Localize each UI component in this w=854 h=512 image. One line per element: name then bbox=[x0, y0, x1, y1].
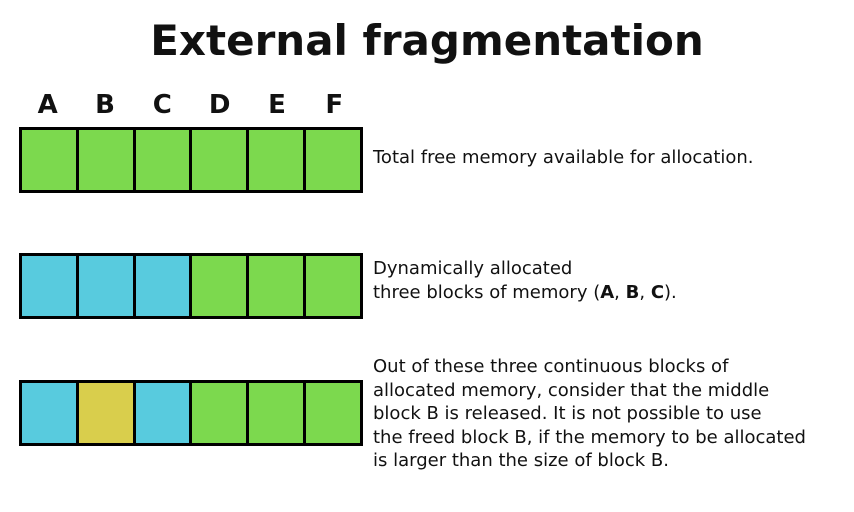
block-a bbox=[22, 383, 76, 443]
block-c bbox=[132, 130, 190, 190]
block-b bbox=[75, 130, 133, 190]
caption-allocated-blocks: Dynamically allocated three blocks of me… bbox=[373, 257, 843, 304]
caption-block-released: Out of these three continuous blocks of … bbox=[373, 355, 843, 473]
label-block-a: A bbox=[37, 90, 58, 120]
label-block-b: B bbox=[95, 90, 115, 120]
block-e bbox=[246, 256, 304, 316]
block-d bbox=[189, 130, 247, 190]
caption-line: three blocks of memory (A, B, C). bbox=[373, 281, 677, 303]
block-labels: A B C D E F bbox=[19, 90, 363, 120]
caption-line: Total free memory available for allocati… bbox=[373, 147, 754, 168]
block-c bbox=[132, 256, 190, 316]
memory-row-allocated bbox=[19, 253, 363, 319]
block-d bbox=[189, 383, 247, 443]
label-block-d: D bbox=[208, 90, 231, 120]
block-f bbox=[303, 256, 360, 316]
block-f bbox=[303, 130, 360, 190]
block-e bbox=[246, 130, 304, 190]
page-title: External fragmentation bbox=[150, 16, 704, 65]
caption-line: the freed block B, if the memory to be a… bbox=[373, 426, 806, 448]
label-block-c: C bbox=[152, 90, 172, 120]
block-b bbox=[75, 383, 133, 443]
label-block-f: F bbox=[325, 90, 344, 120]
caption-line: is larger than the size of block B. bbox=[373, 450, 669, 471]
block-a bbox=[22, 130, 76, 190]
block-d bbox=[189, 256, 247, 316]
block-c bbox=[132, 383, 190, 443]
caption-line: allocated memory, consider that the midd… bbox=[373, 379, 770, 401]
caption-line: Dynamically allocated bbox=[373, 258, 573, 279]
block-f bbox=[303, 383, 360, 443]
caption-line: Out of these three continuous blocks of bbox=[373, 356, 729, 377]
block-e bbox=[246, 383, 304, 443]
caption-total-free-memory: Total free memory available for allocati… bbox=[373, 146, 843, 170]
block-b bbox=[75, 256, 133, 316]
memory-row-total-free bbox=[19, 127, 363, 193]
block-a bbox=[22, 256, 76, 316]
caption-line: block B is released. It is not possible … bbox=[373, 403, 762, 424]
label-block-e: E bbox=[268, 90, 286, 120]
memory-row-released bbox=[19, 380, 363, 446]
